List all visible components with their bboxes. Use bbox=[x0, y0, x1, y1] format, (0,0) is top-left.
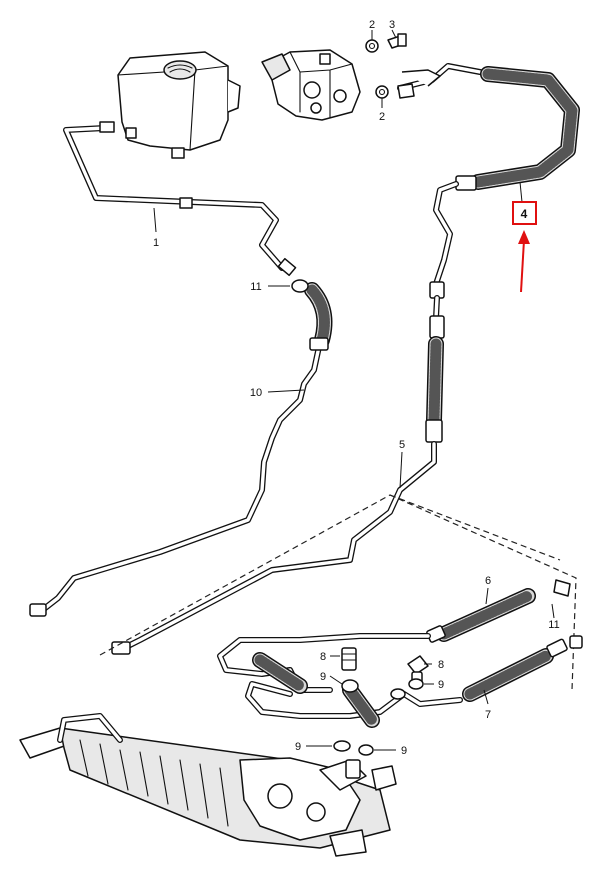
label-5: 5 bbox=[399, 439, 405, 451]
highlight-arrow-icon bbox=[520, 239, 525, 293]
return-line-1 bbox=[63, 121, 297, 277]
label-9-c: 9 bbox=[295, 741, 301, 753]
leader-lines bbox=[153, 29, 555, 751]
label-7: 7 bbox=[485, 709, 491, 721]
hose-10 bbox=[29, 279, 333, 617]
banjo-bolts-and-seals bbox=[333, 579, 571, 756]
label-11-right: 11 bbox=[548, 619, 559, 631]
label-1: 1 bbox=[153, 237, 159, 249]
washers-and-bolt bbox=[365, 33, 415, 99]
power-steering-pump bbox=[261, 49, 361, 121]
dashed-assembly-lines bbox=[99, 494, 577, 691]
label-11-left: 11 bbox=[250, 281, 261, 293]
label-4: 4 bbox=[521, 207, 528, 221]
label-9-d: 9 bbox=[401, 745, 407, 757]
label-10: 10 bbox=[250, 387, 262, 399]
steering-rack bbox=[19, 713, 397, 857]
label-6: 6 bbox=[485, 575, 491, 587]
highlight-part-4 bbox=[512, 201, 537, 293]
pressure-hose-4 bbox=[111, 63, 580, 655]
highlight-box bbox=[512, 201, 537, 225]
fluid-reservoir bbox=[117, 51, 241, 159]
label-2-mid: 2 bbox=[379, 111, 385, 123]
label-8-left: 8 bbox=[320, 651, 326, 663]
label-9-b: 9 bbox=[438, 679, 444, 691]
arrow-head-icon bbox=[518, 230, 530, 244]
label-9-a: 9 bbox=[320, 671, 326, 683]
label-3: 3 bbox=[389, 19, 395, 31]
hose-6 bbox=[217, 588, 536, 694]
hose-7 bbox=[245, 635, 583, 728]
label-2-top: 2 bbox=[369, 19, 375, 31]
callout-labels: 2 3 2 1 4 11 10 5 6 11 8 8 9 9 7 9 9 bbox=[153, 19, 560, 757]
label-8-right: 8 bbox=[438, 659, 444, 671]
